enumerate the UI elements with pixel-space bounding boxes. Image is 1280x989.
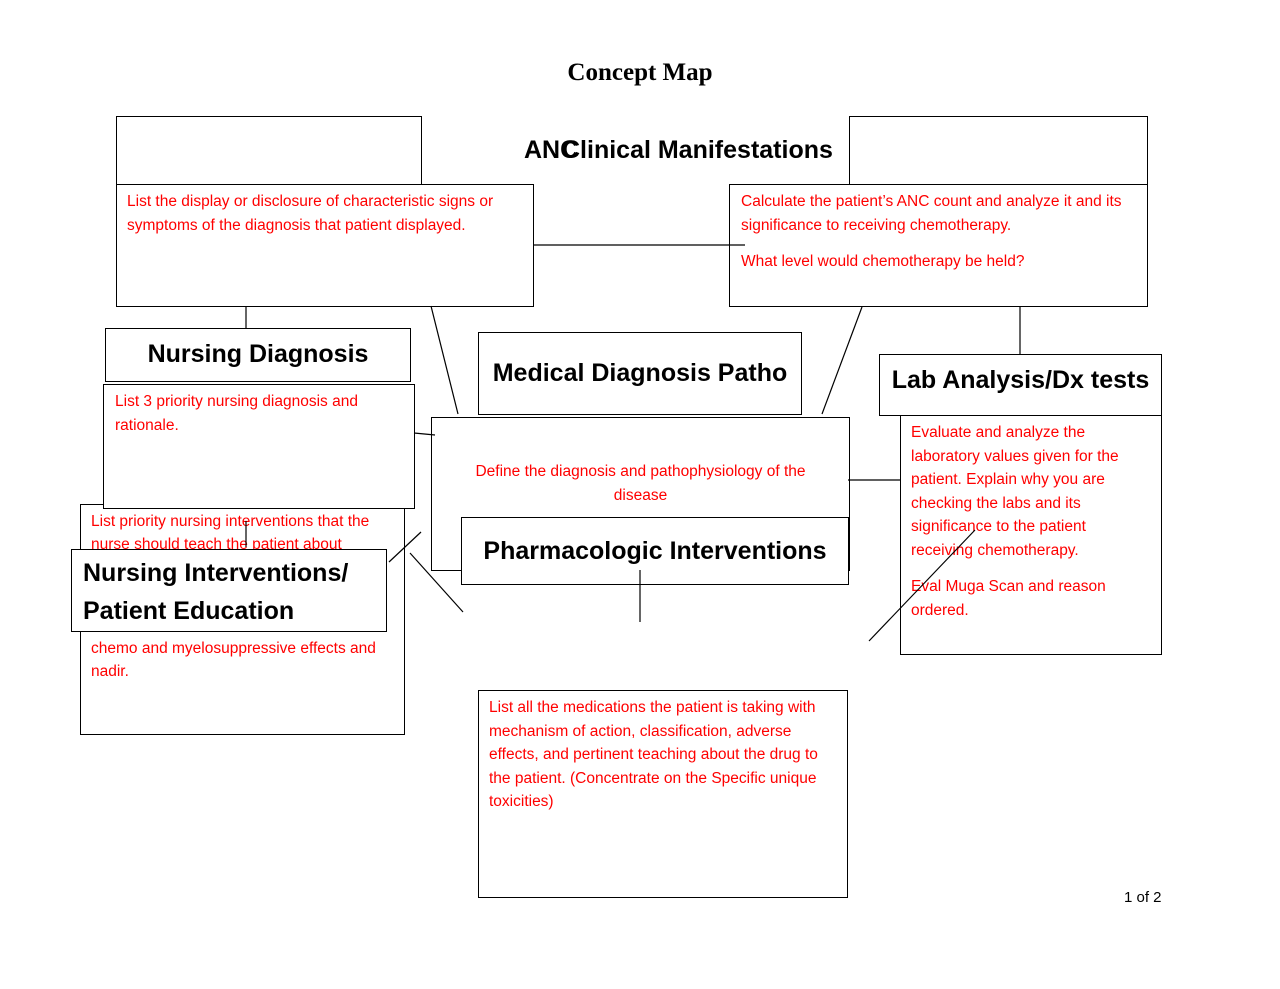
page-title: Concept Map bbox=[567, 59, 713, 86]
lab-analysis-label-box: Lab Analysis/Dx tests bbox=[879, 354, 1162, 416]
nursing-interventions-prompt-end: nadir. bbox=[91, 663, 129, 680]
lab-analysis-prompt-1: Evaluate and analyze the laboratory valu… bbox=[911, 424, 1119, 559]
clinical-manifestations-prompt: List the display or disclosure of charac… bbox=[127, 193, 494, 234]
anc-prompt-2: What level would chemotherapy be held? bbox=[741, 253, 1025, 270]
clinical-manifestations-box: List the display or disclosure of charac… bbox=[116, 184, 534, 307]
nursing-interventions-label-1: Nursing Interventions/ bbox=[83, 559, 349, 587]
pharmacologic-prompt: List all the medications the patient is … bbox=[489, 699, 818, 810]
anc-box: Calculate the patient’s ANC count and an… bbox=[729, 184, 1148, 307]
nursing-diagnosis-box: List 3 priority nursing diagnosis and ra… bbox=[103, 384, 415, 509]
nursing-diagnosis-label: Nursing Diagnosis bbox=[147, 340, 369, 368]
lab-analysis-label: Lab Analysis/Dx tests bbox=[891, 366, 1150, 394]
anc-label: ANC bbox=[524, 136, 579, 164]
page-number: 1 of 2 bbox=[1124, 889, 1162, 906]
medical-diagnosis-label-box: Medical Diagnosis Patho bbox=[478, 332, 802, 415]
empty-box-top-left bbox=[116, 116, 422, 185]
pharmacologic-box: List all the medications the patient is … bbox=[478, 690, 848, 898]
empty-box-top-right bbox=[849, 116, 1148, 185]
medical-diagnosis-prompt: Define the diagnosis and pathophysiology… bbox=[475, 463, 806, 504]
connector-line bbox=[821, 306, 863, 415]
medical-diagnosis-label: Medical Diagnosis Patho bbox=[492, 359, 788, 387]
nursing-interventions-prompt-hidden: chemo and myelosuppressive effects and bbox=[91, 640, 376, 657]
nursing-interventions-label-box: Nursing Interventions/ Patient Education bbox=[71, 549, 387, 632]
nursing-interventions-prompt-2: nurse should teach the patient about bbox=[91, 536, 342, 553]
nursing-interventions-prompt-1: List priority nursing interventions that… bbox=[91, 513, 370, 530]
lab-analysis-prompt-2: Eval Muga Scan and reason ordered. bbox=[911, 578, 1106, 619]
lab-analysis-box: Evaluate and analyze the laboratory valu… bbox=[900, 415, 1162, 655]
pharmacologic-label: Pharmacologic Interventions bbox=[483, 537, 827, 565]
connector-line bbox=[430, 305, 459, 415]
pharmacologic-label-box: Pharmacologic Interventions bbox=[461, 517, 849, 585]
nursing-diagnosis-prompt: List 3 priority nursing diagnosis and ra… bbox=[115, 393, 358, 434]
anc-prompt-1: Calculate the patient’s ANC count and an… bbox=[741, 193, 1122, 234]
clinical-manifestations-label: Clinical Manifestations bbox=[562, 136, 833, 164]
nursing-interventions-label-2: Patient Education bbox=[83, 597, 295, 625]
nursing-diagnosis-label-box: Nursing Diagnosis bbox=[105, 328, 411, 382]
